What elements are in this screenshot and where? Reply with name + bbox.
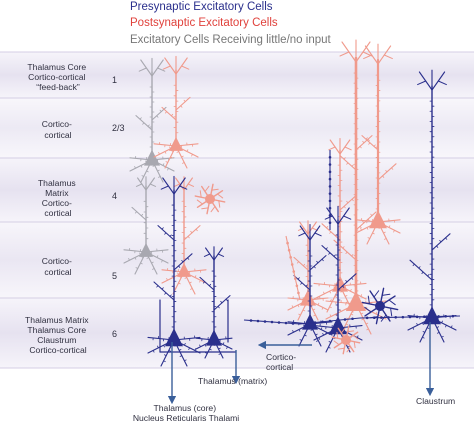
postsyn-neuron-left-mid [161,176,207,295]
cortico-cortical-label: Cortico- cortical [266,352,298,372]
legend-presynaptic: Presynaptic Excitatory Cells [130,1,273,13]
annotations: Thalamus (matrix) Thalamus (core) Nucleu… [133,352,455,423]
layer-band-4 [0,158,474,222]
layer-band-1 [0,52,474,98]
presyn-axon-right-vertical [328,150,332,230]
postsyn-axon-right-branch [285,235,301,301]
postsyn-neuron-left-top [153,55,199,169]
layer-band-2-3-shade [0,98,474,158]
layer-2-3-label: Cortico- cortical [42,119,74,140]
layer-6-label: Thalamus Matrix Thalamus Core Claustrum … [25,315,91,355]
layer-4-label: Thalamus Matrix Cortico- cortical [38,178,78,218]
cortical-layers [0,51,474,369]
layer-6-number: 6 [112,329,117,339]
legend: Presynaptic Excitatory Cells Postsynapti… [130,1,332,46]
presyn-stellate-right [361,287,399,325]
legend-postsynaptic: Postsynaptic Excitatory Cells [130,17,278,29]
layer-5-label: Cortico- cortical [42,256,74,277]
claustrum-label: Claustrum [416,396,455,406]
presyn-neuron-right-tall [407,69,457,343]
layer-labels: Thalamus Core Cortico-cortical “feed-bac… [25,62,124,355]
neurons [123,39,461,367]
postsyn-neuron-right-low [287,220,329,321]
presyn-neuron-left-secondary [195,246,233,359]
postsyn-stellate-right-low [331,325,361,355]
postsyn-neuron-right-tall-2 [355,43,401,245]
presyn-axon-right-horizontal [243,314,461,325]
little-input-neuron-left-mid [123,176,169,275]
legend-little-input: Excitatory Cells Receiving little/no inp… [130,34,332,46]
layer-5-number: 5 [112,271,117,281]
projection-arrows [167,322,435,405]
thalamus-matrix-label: Thalamus (matrix) [198,376,267,386]
little-input-neuron-left-top [129,57,175,183]
layer-1-label: Thalamus Core Cortico-cortical “feed-bac… [27,62,88,92]
layer-4-number: 4 [112,191,117,201]
layer-2-3-number: 2/3 [112,123,125,133]
layer-band-5 [0,222,474,298]
layer-1-number: 1 [112,75,117,85]
thalamus-core-label: Thalamus (core) Nucleus Reticularis Thal… [133,403,239,423]
postsyn-stellate-left [194,183,226,215]
